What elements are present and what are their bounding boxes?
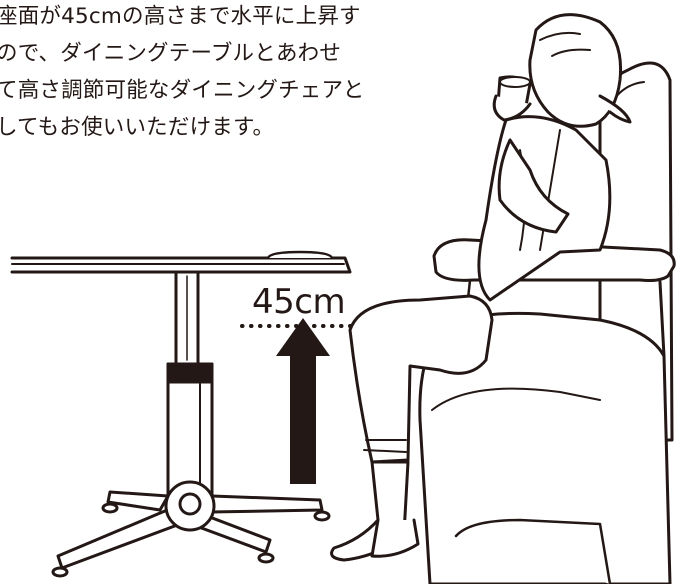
seated-person — [330, 13, 632, 562]
caption-line-1: 座面が45cmの高さまで水平に上昇す — [0, 4, 361, 29]
caption-line-4: してもお使いいただけます。 — [0, 115, 275, 140]
caption-line-3: て高さ調節可能なダイニングチェアと — [0, 78, 365, 103]
dining-table — [10, 250, 352, 578]
person-hand — [492, 94, 532, 122]
caption-text: 座面が45cmの高さまで水平に上昇す ので、ダイニングテーブルとあわせ て高さ調… — [0, 0, 416, 146]
person-legs — [348, 294, 494, 464]
table-base — [51, 480, 331, 578]
person-head — [528, 13, 623, 128]
up-arrow-icon — [276, 318, 330, 484]
armchair — [418, 61, 676, 584]
dish-icon — [266, 250, 334, 260]
caption-line-2: ので、ダイニングテーブルとあわせ — [0, 41, 342, 66]
height-label: 45cm — [252, 282, 346, 322]
person-arm — [497, 138, 570, 234]
